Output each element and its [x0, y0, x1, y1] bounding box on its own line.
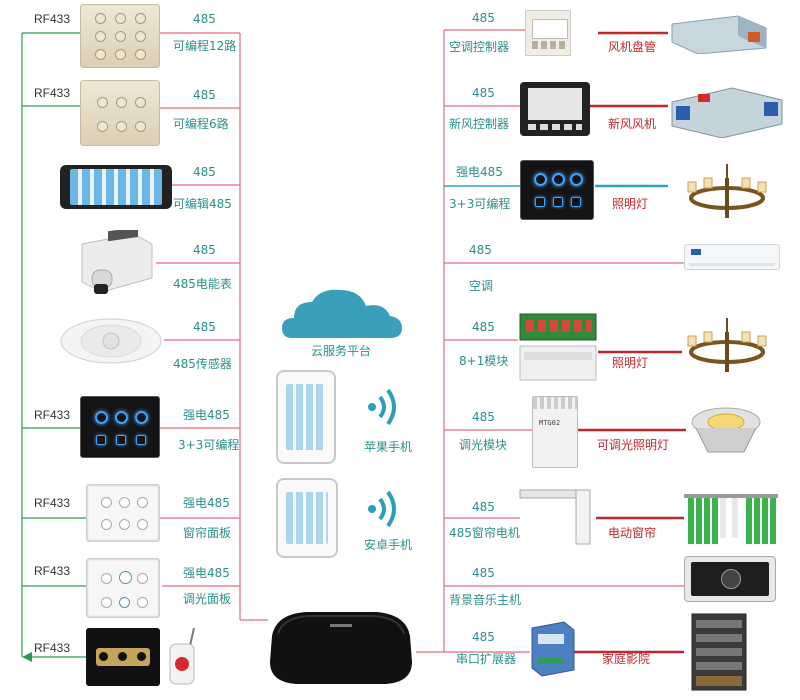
left-485-bus	[156, 32, 268, 621]
right-485-bus	[416, 29, 684, 653]
rf433-label: RF433	[34, 12, 71, 26]
left-item-top: 485	[193, 12, 216, 26]
iphone-icon	[276, 370, 336, 464]
target-links	[572, 31, 686, 654]
right-item-bottom: 背景音乐主机	[449, 593, 522, 607]
android-phone-icon	[276, 478, 338, 558]
rf433-label: RF433	[34, 564, 71, 578]
right-item-top: 485	[472, 410, 495, 424]
left-item-top: 485	[193, 243, 216, 257]
chandelier-icon	[684, 164, 770, 220]
right-target-label: 照明灯	[612, 197, 649, 211]
programmable-12-panel	[80, 4, 160, 68]
rf433-bus	[21, 32, 86, 657]
background-music-host	[684, 556, 776, 602]
air-conditioner-unit	[684, 244, 780, 270]
right-target-label: 电动窗帘	[608, 526, 657, 540]
left-item-bottom: 485传感器	[173, 357, 232, 371]
module-model-text: MTG02	[539, 419, 561, 427]
dimmer-panel	[86, 558, 160, 618]
right-item-bottom: 485窗帘电机	[449, 526, 520, 540]
remote-control-icon	[166, 626, 200, 686]
right-item-top: 485	[472, 500, 495, 514]
right-target-label: 家庭影院	[602, 652, 651, 666]
wifi-signal-icon	[368, 490, 396, 528]
right-item-bottom: 空调	[469, 279, 494, 293]
android-phone-label: 安卓手机	[364, 538, 413, 552]
right-item-bottom: 空调控制器	[449, 40, 510, 54]
apple-phone-label: 苹果手机	[364, 440, 413, 454]
fresh-air-fan-icon	[668, 86, 786, 139]
programmable-6-panel	[80, 80, 160, 146]
black-3plus3-panel	[80, 396, 160, 458]
cloud-icon	[282, 288, 402, 340]
left-item-top: 485	[193, 165, 216, 179]
left-item-bottom: 可编程6路	[173, 117, 229, 131]
rf433-label: RF433	[34, 86, 71, 100]
programmable-touchscreen	[60, 165, 172, 209]
left-item-top: 强电485	[183, 496, 230, 510]
rf-switch-panel	[86, 628, 160, 686]
wifi-signal-icon	[368, 388, 396, 426]
relay-module-icon	[518, 312, 598, 382]
right-item-top: 485	[472, 86, 495, 100]
left-item-bottom: 485电能表	[173, 277, 232, 291]
black-3plus3-panel	[520, 160, 594, 220]
left-item-bottom: 3+3可编程	[178, 438, 240, 452]
right-target-label: 新风风机	[608, 117, 657, 131]
fresh-air-controller-device	[520, 82, 590, 136]
right-target-label: 风机盘管	[608, 40, 657, 54]
right-target-label: 照明灯	[612, 356, 649, 370]
right-target-label: 可调光照明灯	[597, 438, 670, 452]
rf433-label: RF433	[34, 408, 71, 422]
left-item-top: 485	[193, 88, 216, 102]
right-item-bottom: 新风控制器	[449, 117, 510, 131]
right-item-top: 485	[472, 11, 495, 25]
ac-controller-device	[525, 10, 571, 56]
right-item-top: 485	[472, 566, 495, 580]
left-item-bottom: 调光面板	[183, 592, 232, 606]
energy-meter-icon	[74, 227, 154, 296]
left-item-bottom: 可编程12路	[173, 39, 237, 53]
fan-coil-unit-icon	[668, 14, 768, 55]
right-item-bottom: 3+3可编程	[449, 197, 511, 211]
right-item-top: 485	[469, 243, 492, 257]
left-item-bottom: 可编辑485	[173, 197, 232, 211]
home-theater-rack-icon	[690, 612, 748, 692]
right-item-bottom: 调光模块	[459, 438, 508, 452]
right-item-top: 强电485	[456, 165, 503, 179]
serial-expander-icon	[530, 620, 576, 678]
right-item-bottom: 8+1模块	[459, 354, 509, 368]
ceiling-sensor-icon	[58, 316, 164, 366]
curtain-icon	[684, 494, 778, 546]
left-item-bottom: 窗帘面板	[183, 526, 232, 540]
smart-gateway-host	[266, 606, 416, 686]
dimming-module-device: MTG02	[532, 396, 578, 468]
downlight-icon	[686, 400, 766, 456]
rf433-label: RF433	[34, 641, 71, 655]
rf433-arrow	[22, 652, 32, 662]
chandelier-icon	[684, 318, 770, 374]
cloud-label: 云服务平台	[311, 344, 372, 358]
curtain-panel	[86, 484, 160, 542]
curtain-motor-icon	[518, 486, 596, 548]
rf433-label: RF433	[34, 496, 71, 510]
left-item-top: 强电485	[183, 566, 230, 580]
right-item-top: 485	[472, 630, 495, 644]
right-item-bottom: 串口扩展器	[456, 652, 517, 666]
right-item-top: 485	[472, 320, 495, 334]
left-item-top: 强电485	[183, 408, 230, 422]
left-item-top: 485	[193, 320, 216, 334]
